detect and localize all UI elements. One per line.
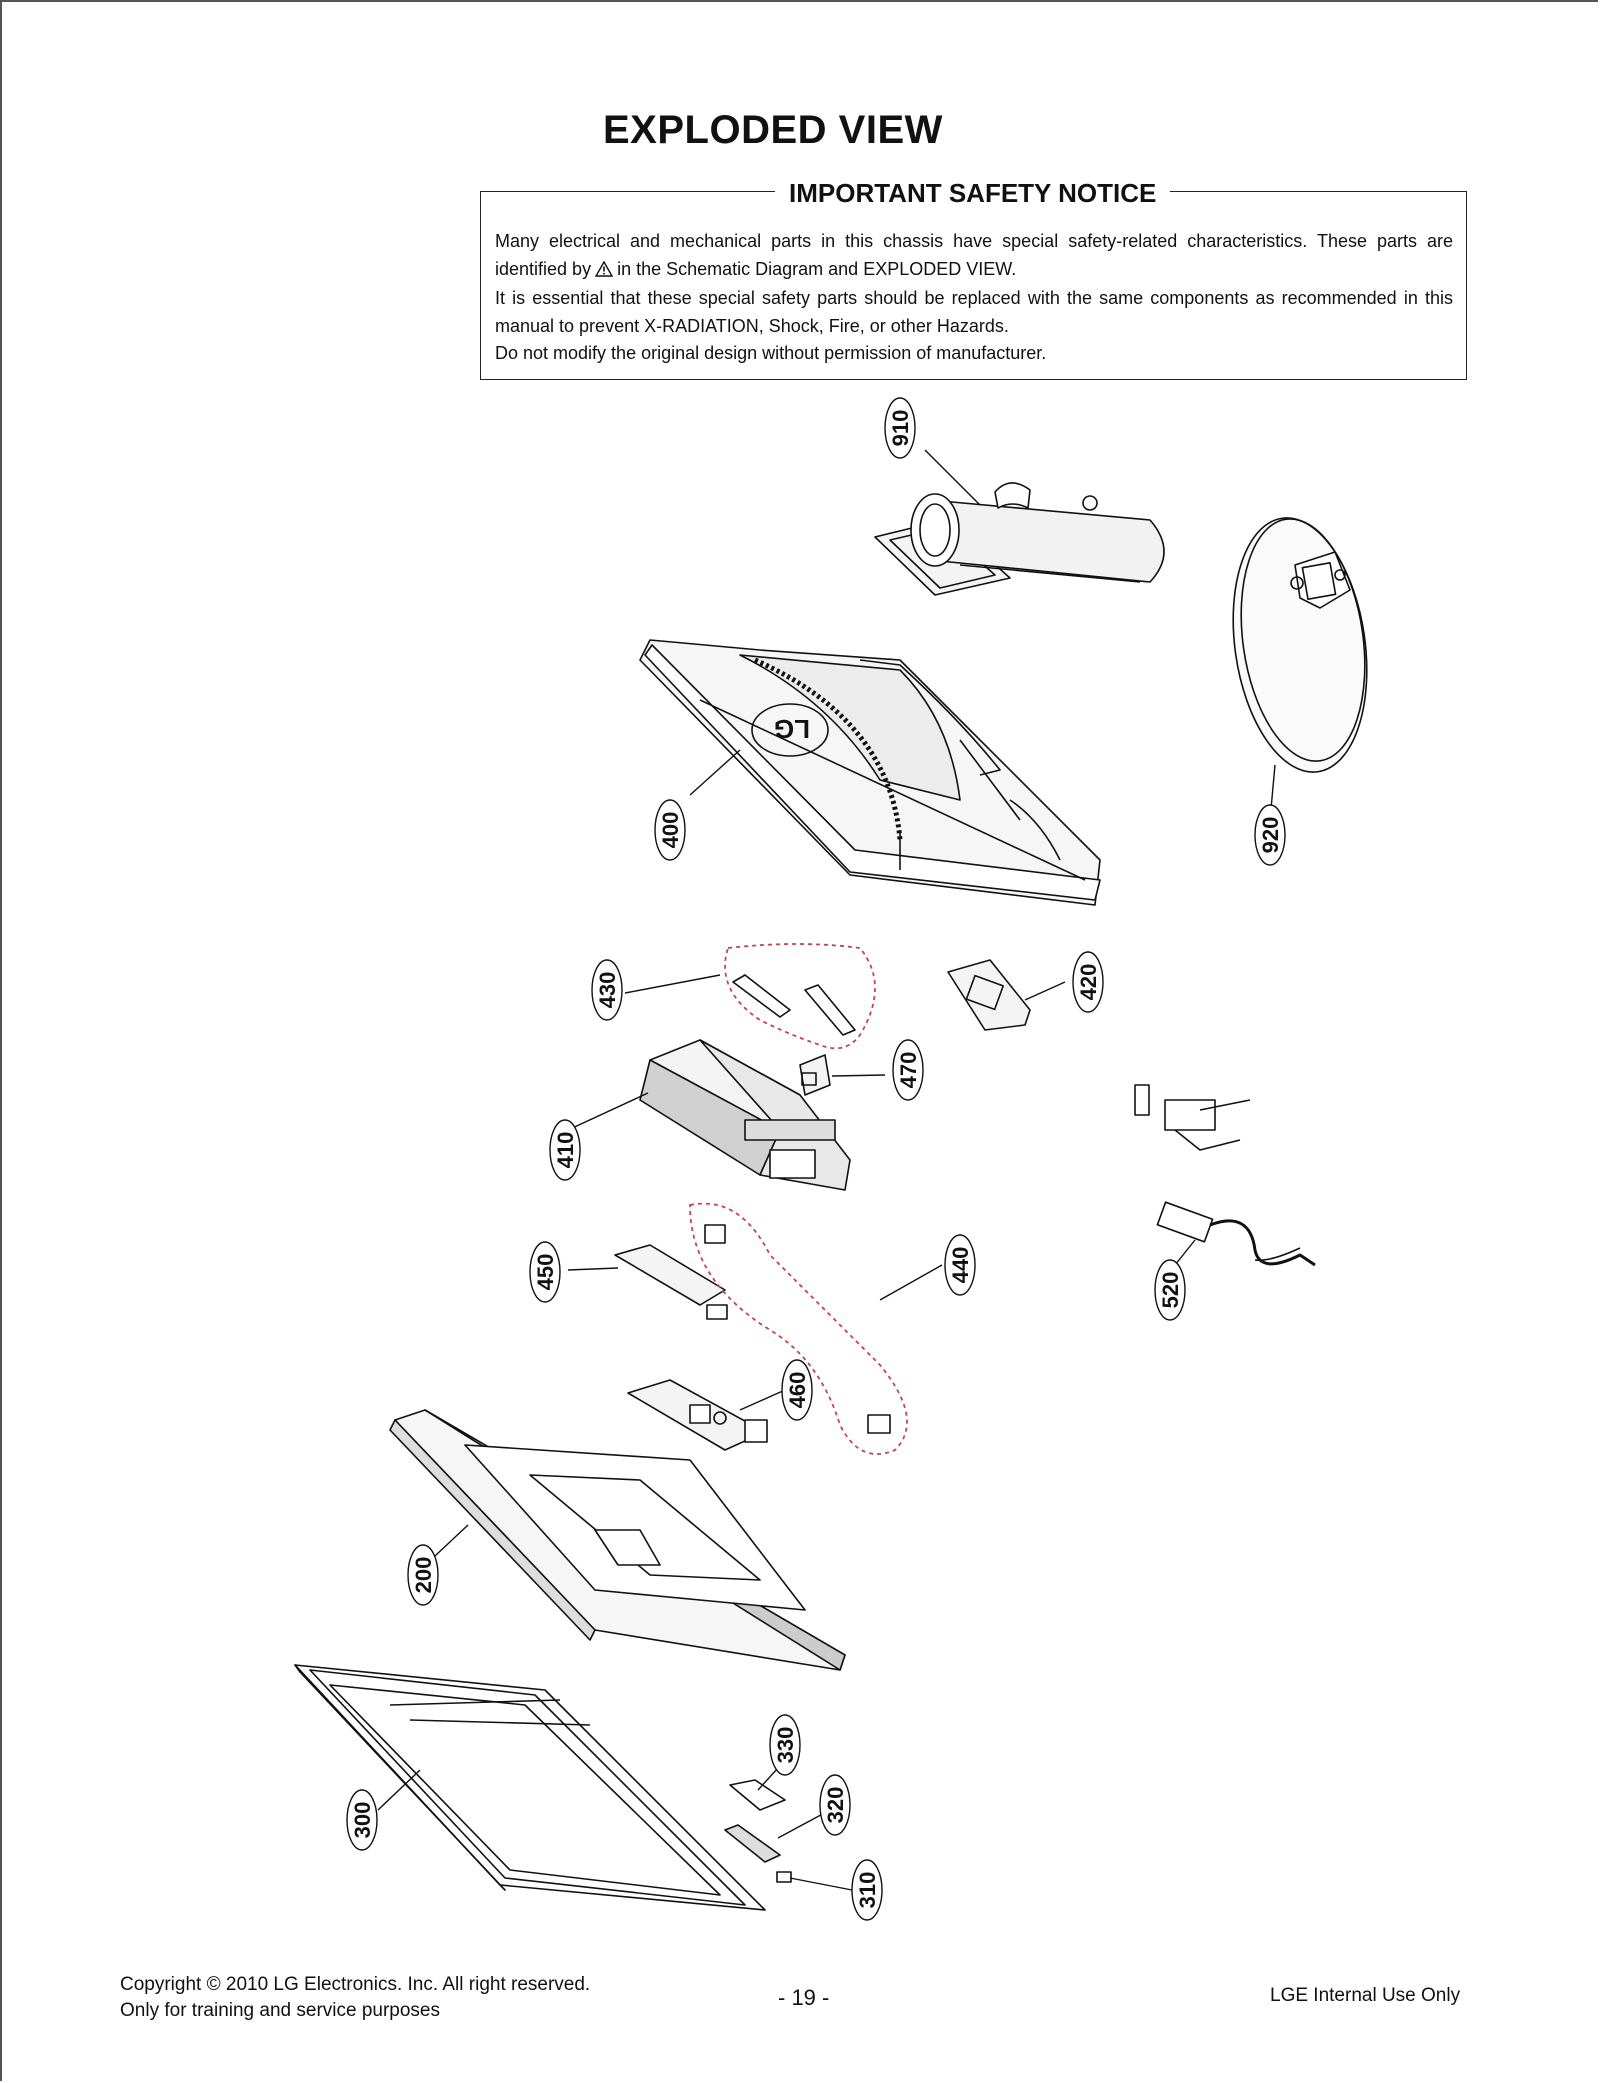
footer-copyright: Copyright © 2010 LG Electronics. Inc. Al… [120,1972,590,2024]
warning-triangle-icon [594,258,614,286]
svg-text:920: 920 [1258,817,1283,854]
callout-200: 200 [407,1544,439,1606]
group-440-outline [689,1202,908,1455]
page-number: - 19 - [778,1985,830,2010]
callout-310: 310 [851,1859,883,1921]
svg-text:410: 410 [553,1132,578,1169]
frame-200-part [389,1409,846,1671]
callout-450: 450 [529,1241,561,1303]
notice-paragraph-1: Many electrical and mechanical parts in … [495,228,1453,285]
lg-logo-text: LG [774,714,810,744]
svg-text:440: 440 [948,1247,973,1284]
notice-paragraph-2: It is essential that these special safet… [495,288,1453,336]
svg-text:460: 460 [785,1372,810,1409]
svg-text:300: 300 [350,1802,375,1839]
part-330 [729,1779,786,1811]
callout-410: 410 [549,1119,581,1181]
part-440 [704,1224,891,1434]
svg-text:320: 320 [823,1787,848,1824]
callout-430: 430 [591,959,623,1021]
cable-520-part [1134,1084,1316,1267]
page-title: EXPLODED VIEW [603,108,943,152]
part-470 [799,1054,831,1096]
svg-text:310: 310 [855,1872,880,1909]
board-460-part [627,1379,768,1451]
callout-910: 910 [884,397,916,459]
stand-base-part [1232,517,1368,773]
notice-line-1b: in the Schematic Diagram and EXPLODED VI… [617,258,1017,279]
svg-text:470: 470 [896,1052,921,1089]
part-320 [724,1824,781,1863]
part-310 [776,1871,792,1883]
board-450-part [614,1244,728,1320]
internal-use-label: LGE Internal Use Only [1270,1985,1461,2006]
callout-420: 420 [1072,951,1104,1013]
notice-line-1a: Many electrical and mechanical parts in … [495,231,1453,279]
svg-text:910: 910 [888,410,913,447]
svg-text:520: 520 [1158,1272,1183,1309]
back-cover-part: LG [639,639,1101,906]
callout-300: 300 [346,1789,378,1851]
callout-440: 440 [944,1234,976,1296]
svg-text:400: 400 [658,812,683,849]
svg-text:330: 330 [773,1727,798,1764]
safety-notice-heading: IMPORTANT SAFETY NOTICE [775,178,1171,209]
group-430-outline [724,943,876,1050]
shield-box-part [639,1039,851,1191]
callout-330: 330 [769,1714,801,1776]
callout-460: 460 [781,1359,813,1421]
copyright-text: Copyright © 2010 LG Electronics. Inc. Al… [120,1974,591,1995]
stand-neck-part [874,482,1165,596]
brackets-part [732,974,856,1036]
safety-notice-text: Many electrical and mechanical parts in … [495,228,1453,368]
callouts: 910 920 400 430 420 470 410 450 [346,397,1286,1921]
svg-text:200: 200 [411,1557,436,1594]
purpose-text: Only for training and service purposes [120,2000,440,2021]
bracket-420-part [947,959,1031,1031]
svg-text:430: 430 [595,972,620,1009]
callout-520: 520 [1154,1259,1186,1321]
callout-470: 470 [892,1039,924,1101]
svg-text:420: 420 [1076,964,1101,1001]
callout-920: 920 [1254,804,1286,866]
notice-paragraph-3: Do not modify the original design withou… [495,343,1047,363]
svg-text:450: 450 [533,1254,558,1291]
front-bezel-part [294,1664,766,1911]
callout-320: 320 [819,1774,851,1836]
callout-400: 400 [654,799,686,861]
